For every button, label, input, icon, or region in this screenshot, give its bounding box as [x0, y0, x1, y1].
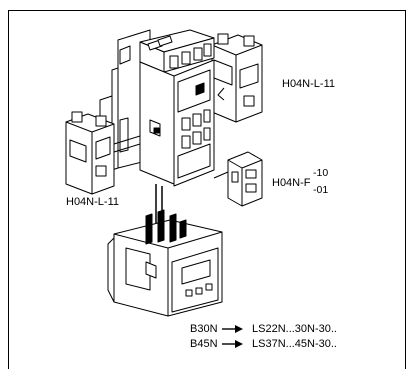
mapping-from-2: B45N — [190, 338, 218, 350]
mapping-to-2: LS37N...45N-30.. — [252, 338, 337, 350]
left-aux-label: H04N-L-11 — [66, 196, 119, 208]
diagram-frame — [8, 10, 406, 369]
front-aux-label: H04N-F — [272, 177, 311, 189]
front-aux-variant-10: -10 — [313, 167, 329, 179]
front-aux-block — [213, 151, 263, 207]
left-aux-block — [65, 111, 141, 195]
arrow-right-icon — [222, 340, 243, 348]
top-right-aux-block — [189, 33, 263, 123]
arrow-right-icon — [222, 325, 243, 333]
contactor-body — [99, 29, 215, 187]
overload-relay — [107, 209, 223, 317]
mapping-to-1: LS22N...30N-30.. — [252, 323, 337, 335]
mapping-from-1: B30N — [190, 323, 218, 335]
top-right-aux-label: H04N-L-11 — [282, 78, 335, 90]
front-aux-variant-01: -01 — [313, 184, 329, 196]
